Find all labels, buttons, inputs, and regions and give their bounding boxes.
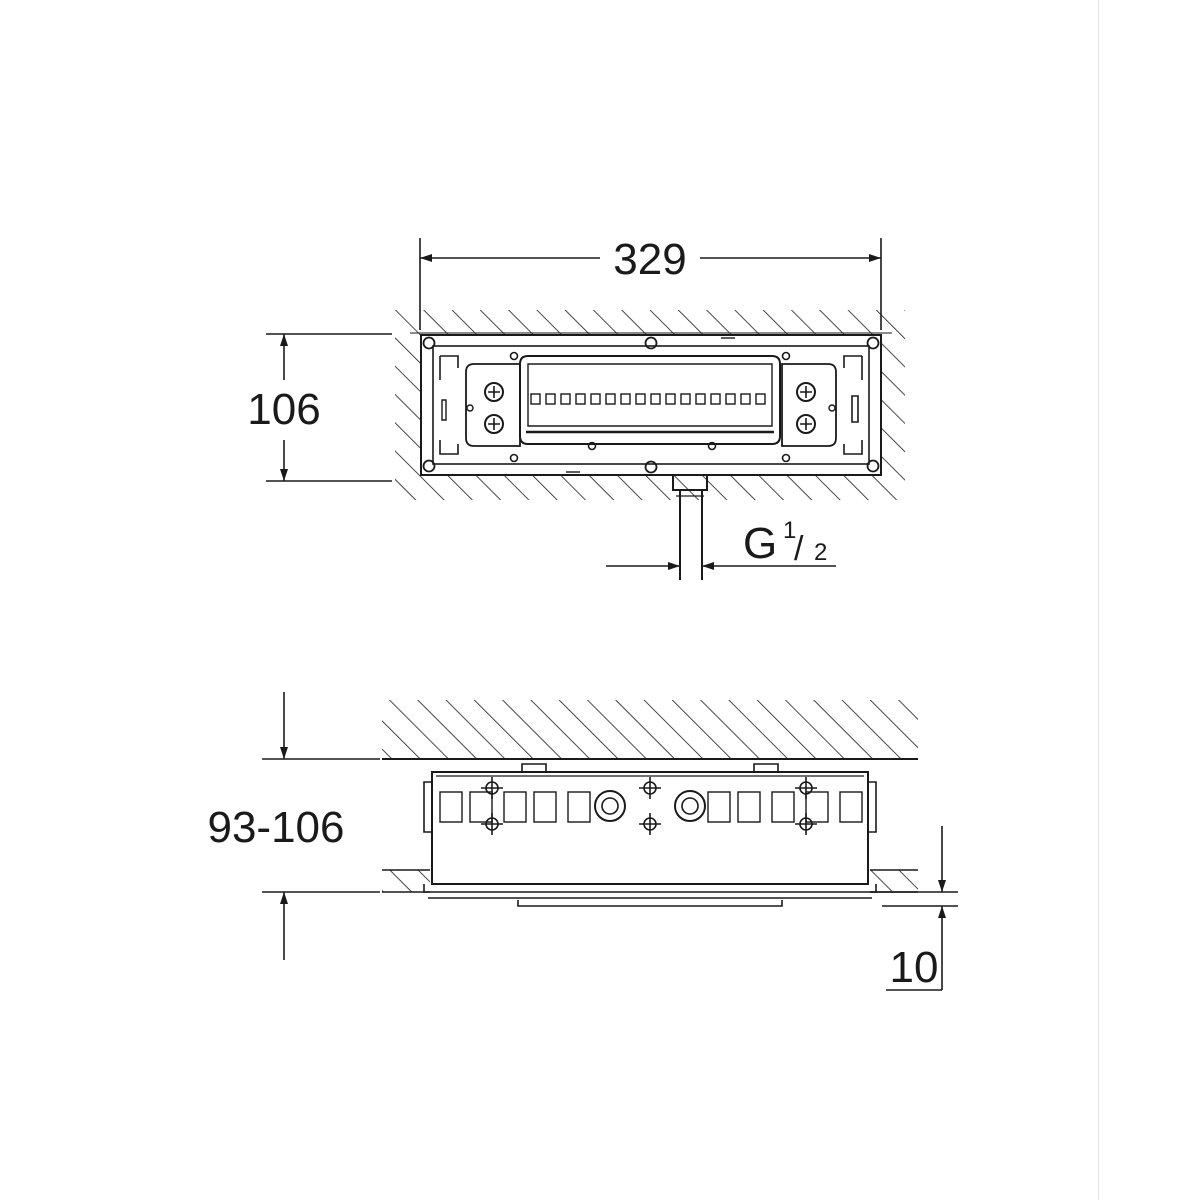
side-cell	[533, 791, 557, 823]
side-cell	[839, 791, 863, 823]
port-square	[560, 393, 571, 405]
inlet-right	[674, 790, 706, 822]
port-square	[620, 393, 631, 405]
thread-denominator: 2	[814, 539, 827, 566]
top-wall-hatch	[395, 310, 905, 500]
dimension-329: 329	[419, 235, 882, 330]
port-square	[530, 393, 541, 405]
port-square	[725, 393, 736, 405]
port-square	[590, 393, 601, 405]
ceiling-hatch	[382, 700, 918, 758]
dimension-width-label: 329	[613, 235, 686, 284]
top-outer-frame	[420, 334, 882, 476]
port-square	[575, 393, 586, 405]
corner-screw	[866, 459, 880, 473]
top-view	[395, 310, 905, 580]
dimension-106: 106	[247, 333, 392, 482]
thread-label: G	[743, 519, 777, 568]
corner-screw	[422, 459, 436, 473]
floor-hatch-right	[870, 870, 918, 892]
corner-screw	[422, 336, 436, 350]
dimension-offset-label: 10	[890, 943, 939, 992]
right-mount-plate	[781, 363, 837, 447]
port-square	[605, 393, 616, 405]
top-inner-frame	[432, 345, 870, 465]
port-square	[710, 393, 721, 405]
page-edge-line	[1098, 0, 1099, 1200]
dimension-10: 10	[870, 826, 958, 992]
side-cell	[567, 791, 591, 823]
mounting-bolts	[481, 777, 817, 835]
central-valve-body	[519, 355, 781, 445]
port-square	[680, 393, 691, 405]
dimension-height-side-label: 93-106	[207, 803, 344, 852]
left-mount-plate	[465, 363, 521, 447]
port-square	[755, 393, 766, 405]
side-cell	[439, 791, 463, 823]
side-cell	[469, 791, 493, 823]
side-body	[431, 771, 869, 885]
port-square	[650, 393, 661, 405]
inlet-left	[594, 790, 626, 822]
side-cells-row	[439, 791, 863, 823]
thread-numerator: 1	[783, 517, 796, 544]
corner-screw	[866, 336, 880, 350]
valve-ports-row	[530, 393, 766, 405]
mid-screw	[644, 460, 658, 474]
mid-screw	[644, 336, 658, 350]
side-cell	[707, 791, 731, 823]
thread-slash: /	[794, 530, 804, 568]
port-square	[665, 393, 676, 405]
dimension-thread: G 1 / 2	[606, 517, 836, 570]
port-square	[545, 393, 556, 405]
side-cell	[737, 791, 761, 823]
side-cell	[771, 791, 795, 823]
dimension-93-106: 93-106	[207, 692, 380, 960]
port-square	[695, 393, 706, 405]
side-cell	[503, 791, 527, 823]
port-square	[635, 393, 646, 405]
port-square	[740, 393, 751, 405]
side-view	[382, 700, 918, 907]
dimension-height-top-label: 106	[247, 385, 320, 434]
side-cell	[805, 791, 829, 823]
floor-hatch-left	[382, 870, 430, 892]
